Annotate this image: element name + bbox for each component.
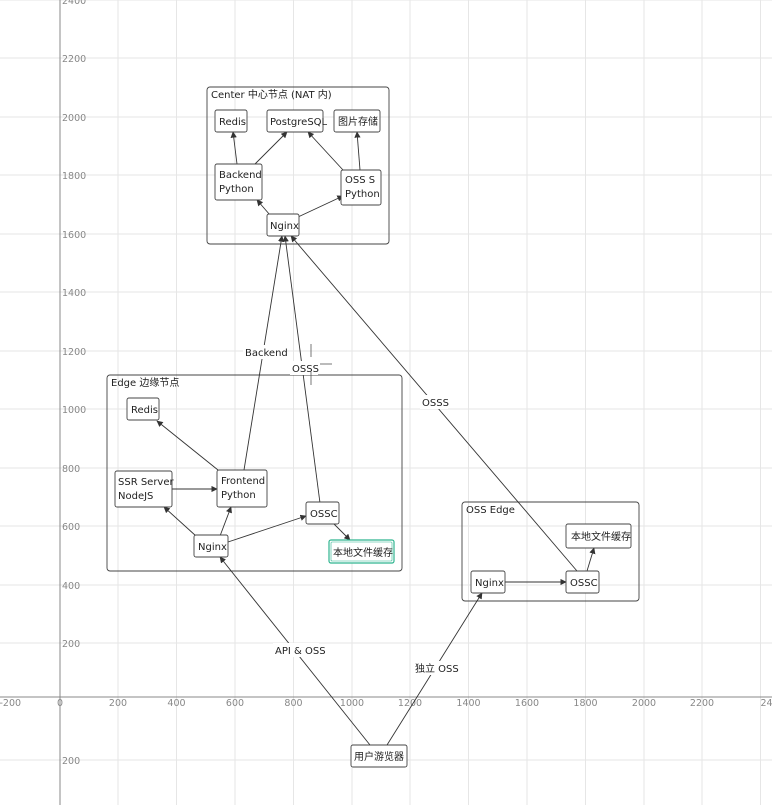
svg-text:本地文件缓存: 本地文件缓存 <box>333 546 393 559</box>
label-osss-1: OSSS <box>292 364 319 375</box>
y-tick-label: 1800 <box>62 171 86 182</box>
svg-text:Nginx: Nginx <box>198 542 227 553</box>
edge-nginx-to-backend <box>256 199 271 216</box>
svg-text:Python: Python <box>219 184 254 195</box>
x-tick-label: 1000 <box>340 698 364 709</box>
edge-backend-to-redis <box>230 131 238 165</box>
y-tick-label: 200 <box>62 756 80 767</box>
oss-edge-ossc-node[interactable]: OSSC <box>565 570 600 594</box>
text-cursor-marks <box>310 344 332 385</box>
x-tick-label: -200 <box>0 698 21 709</box>
center-group-title: Center 中心节点 (NAT 内) <box>211 88 332 101</box>
svg-text:Nginx: Nginx <box>475 578 504 589</box>
edge-ossc-node[interactable]: OSSC <box>305 501 340 525</box>
label-solo-oss: 独立 OSS <box>415 662 459 675</box>
center-image-storage-node[interactable]: 图片存储 <box>333 109 381 133</box>
svg-text:OSS S: OSS S <box>345 175 375 186</box>
y-tick-label: 1600 <box>62 230 86 241</box>
x-tick-label: 24 <box>761 698 772 709</box>
edge-ossc-to-local-cache <box>333 523 351 541</box>
x-tick-label: 200 <box>109 698 127 709</box>
oss-edge-group-title: OSS Edge <box>466 505 515 516</box>
y-tick-label: 2200 <box>62 54 86 65</box>
edge-node-group[interactable]: Edge 边缘节点 <box>106 374 403 572</box>
center-backend-python-node[interactable]: Backend Python <box>214 163 263 201</box>
x-tick-label: 2000 <box>632 698 656 709</box>
edge-nginx-to-frontend <box>219 506 232 537</box>
x-tick-label: 600 <box>226 698 244 709</box>
svg-text:本地文件缓存: 本地文件缓存 <box>571 530 631 543</box>
edge-backend-to-postgres <box>254 131 288 165</box>
y-tick-label: 1400 <box>62 288 86 299</box>
svg-text:Nginx: Nginx <box>270 221 299 232</box>
x-tick-label: 2200 <box>690 698 714 709</box>
x-axis-ticks: -200 0 200 400 600 800 1000 1200 1400 1600 1800 200… <box>0 698 772 709</box>
svg-text:Redis: Redis <box>131 405 158 416</box>
oss-edge-group[interactable]: OSS Edge <box>461 501 640 602</box>
x-tick-label: 0 <box>57 698 63 709</box>
edge-group-title: Edge 边缘节点 <box>111 376 179 389</box>
edge-oss-ossc-to-cache <box>586 547 596 572</box>
edge-nginx-node[interactable]: Nginx <box>193 534 229 558</box>
x-tick-label: 1600 <box>515 698 539 709</box>
svg-text:Backend: Backend <box>219 170 262 181</box>
svg-text:PostgreSQL: PostgreSQL <box>270 117 328 128</box>
y-tick-label: 1200 <box>62 347 86 358</box>
edge-osss-to-postgres <box>307 131 344 171</box>
x-tick-label: 800 <box>284 698 302 709</box>
y-tick-label: 200 <box>62 639 80 650</box>
svg-text:Redis: Redis <box>219 117 246 128</box>
svg-text:图片存储: 图片存储 <box>338 115 378 128</box>
x-tick-label: 1800 <box>573 698 597 709</box>
connections <box>156 131 596 746</box>
center-nginx-node[interactable]: Nginx <box>266 213 300 237</box>
edge-frontend-python-node[interactable]: Frontend Python <box>216 469 268 508</box>
edge-ssr-server-node[interactable]: SSR Server NodeJS <box>114 470 175 508</box>
y-tick-label: 2400 <box>62 0 86 7</box>
oss-edge-nginx-node[interactable]: Nginx <box>470 570 506 594</box>
user-browser-node[interactable]: 用户游览器 <box>350 744 408 768</box>
svg-text:SSR Server: SSR Server <box>118 477 175 488</box>
svg-text:OSSC: OSSC <box>570 578 598 589</box>
edge-nginx-to-ossc <box>227 514 307 543</box>
edge-nginx-to-ssr <box>163 506 197 537</box>
svg-text:OSSC: OSSC <box>310 509 338 520</box>
svg-text:Python: Python <box>345 189 380 200</box>
edge-osss-to-image-store <box>354 131 361 171</box>
edge-labels: Backend OSSS OSSS API & OSS 独立 OSS <box>243 345 459 675</box>
svg-text:Frontend: Frontend <box>221 476 265 487</box>
oss-edge-local-cache-node[interactable]: 本地文件缓存 <box>565 523 632 549</box>
svg-text:用户游览器: 用户游览器 <box>354 750 404 763</box>
label-osss-2: OSSS <box>422 398 449 409</box>
edge-redis-node[interactable]: Redis <box>126 397 160 421</box>
y-tick-label: 400 <box>62 581 80 592</box>
svg-text:Python: Python <box>221 490 256 501</box>
edge-nginx-to-osss <box>297 195 344 218</box>
center-postgres-node[interactable]: PostgreSQL <box>266 109 328 133</box>
y-tick-label: 1000 <box>62 405 86 416</box>
center-redis-node[interactable]: Redis <box>214 109 248 133</box>
svg-text:NodeJS: NodeJS <box>118 491 153 502</box>
x-tick-label: 1200 <box>398 698 422 709</box>
y-tick-label: 800 <box>62 464 80 475</box>
y-tick-label: 600 <box>62 522 80 533</box>
label-api-oss: API & OSS <box>275 646 326 657</box>
x-tick-label: 400 <box>167 698 185 709</box>
edge-local-cache-node[interactable]: 本地文件缓存 <box>328 539 395 564</box>
label-backend: Backend <box>245 348 288 359</box>
y-axis-ticks: 2400 2200 2000 1800 1600 1400 1200 1000 800 600 40… <box>62 0 86 767</box>
y-tick-label: 2000 <box>62 113 86 124</box>
center-osss-python-node[interactable]: OSS S Python <box>340 169 382 206</box>
x-tick-label: 1400 <box>456 698 480 709</box>
edge-frontend-to-edge-redis <box>156 420 219 471</box>
